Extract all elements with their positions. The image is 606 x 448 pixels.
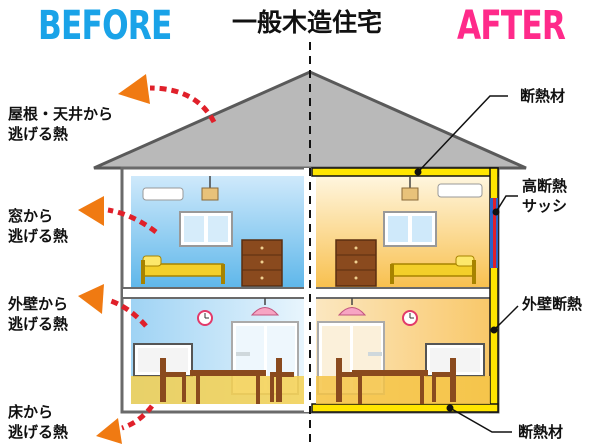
before-living-room [131, 298, 304, 404]
insulation-top-label: 断熱材 [520, 87, 566, 105]
roof-ceiling-heat-label: 屋根・天井から 逃げる熱 [8, 105, 114, 143]
center-wall [304, 168, 316, 412]
wall-heat-arrow [78, 284, 104, 314]
window-heat-label: 窓から 逃げる熱 [8, 207, 69, 245]
roof-heat-arrow [118, 74, 150, 104]
after-heading: AFTER [457, 3, 566, 49]
wall-insulation-label: 外壁断熱 [522, 295, 583, 313]
before-bedroom [141, 176, 283, 287]
floor-heat-arrow [96, 418, 122, 444]
before-heading: BEFORE [38, 3, 172, 49]
outer-wall-heat-label: 外壁から 逃げる熱 [8, 295, 69, 333]
heat-arrows [78, 74, 217, 444]
floor-heat-label: 床から 逃げる熱 [8, 403, 69, 441]
insulation-bottom-label: 断熱材 [518, 423, 564, 441]
window-heat-arrow [78, 196, 104, 226]
after-living-room [316, 298, 490, 404]
center-heading: 一般木造住宅 [232, 8, 383, 37]
high-sash-label: 高断熱 サッシ [522, 177, 568, 215]
after-bedroom [335, 176, 483, 287]
insulation-ceiling [311, 167, 499, 177]
insulation-floor [311, 403, 499, 413]
after-leaders [414, 95, 519, 433]
